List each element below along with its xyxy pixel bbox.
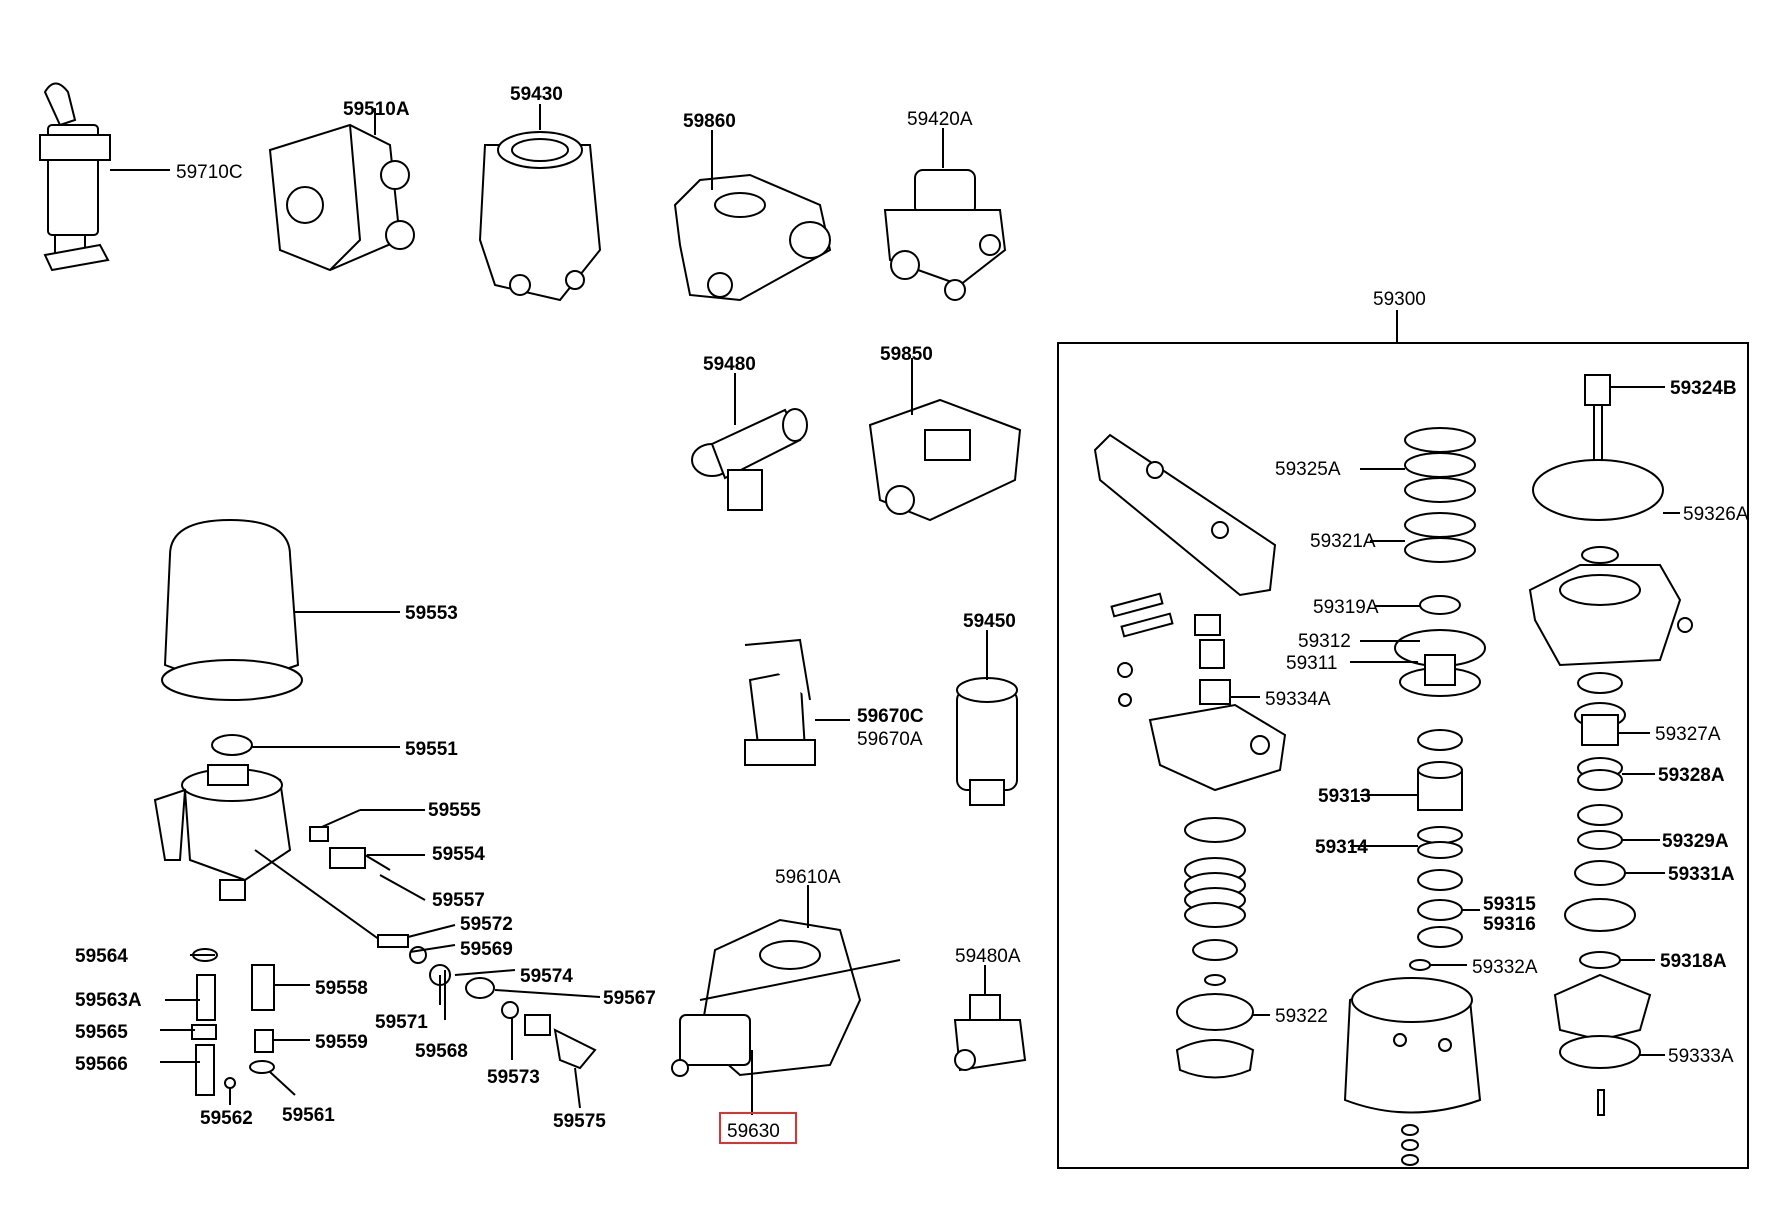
label-59565[interactable]: 59565 — [75, 1022, 128, 1043]
part-59555-part-drawing — [153, 764, 292, 901]
label-59557[interactable]: 59557 — [432, 890, 485, 911]
label-59480A[interactable]: 59480A — [955, 946, 1021, 967]
label-59329A[interactable]: 59329A — [1662, 831, 1729, 852]
label-59334A[interactable]: 59334A — [1265, 689, 1331, 710]
part-59510A-drawing — [268, 123, 415, 272]
part-59450-drawing — [956, 677, 1018, 806]
label-59554[interactable]: 59554 — [432, 844, 485, 865]
part-59324B-stem-drawing — [1528, 374, 1693, 1116]
part-59480A-drawing — [953, 994, 1027, 1072]
label-59574[interactable]: 59574 — [520, 966, 573, 987]
label-59553[interactable]: 59553 — [405, 603, 458, 624]
label-59571[interactable]: 59571 — [375, 1012, 428, 1033]
part-59670C-drawing — [744, 638, 816, 766]
label-59510A[interactable]: 59510A — [343, 99, 410, 120]
label-59420A[interactable]: 59420A — [907, 109, 973, 130]
part-59630-drawing — [671, 1014, 751, 1077]
label-59332A[interactable]: 59332A — [1472, 957, 1538, 978]
part-59554-drawing — [329, 847, 391, 871]
label-59610A[interactable]: 59610A — [775, 867, 841, 888]
label-59566[interactable]: 59566 — [75, 1054, 128, 1075]
label-59558[interactable]: 59558 — [315, 978, 368, 999]
label-59314[interactable]: 59314 — [1315, 837, 1368, 858]
label-59559[interactable]: 59559 — [315, 1032, 368, 1053]
label-59300[interactable]: 59300 — [1373, 289, 1426, 310]
label-59326A[interactable]: 59326A — [1683, 504, 1749, 525]
label-59312[interactable]: 59312 — [1298, 631, 1351, 652]
label-59333A[interactable]: 59333A — [1668, 1046, 1734, 1067]
label-59710C[interactable]: 59710C — [176, 162, 243, 183]
label-59328A[interactable]: 59328A — [1658, 765, 1725, 786]
label-59562[interactable]: 59562 — [200, 1108, 253, 1129]
label-59567[interactable]: 59567 — [603, 988, 656, 1009]
label-59331A[interactable]: 59331A — [1668, 864, 1735, 885]
part-59430-drawing — [478, 131, 602, 302]
label-59315[interactable]: 59315 — [1483, 894, 1536, 915]
label-59555[interactable]: 59555 — [428, 800, 481, 821]
assembly-59300-frame — [1057, 342, 1749, 1169]
label-59561[interactable]: 59561 — [282, 1105, 335, 1126]
part-59860-drawing — [673, 173, 832, 302]
label-59573[interactable]: 59573 — [487, 1067, 540, 1088]
part-59563A-drawing — [191, 948, 236, 1096]
label-59568[interactable]: 59568 — [415, 1041, 468, 1062]
part-59710C-drawing — [39, 82, 111, 272]
part-59325A-spring-drawing — [1343, 427, 1486, 1166]
label-59316[interactable]: 59316 — [1483, 914, 1536, 935]
label-59430[interactable]: 59430 — [510, 84, 563, 105]
part-59334A-lever-drawing — [1093, 433, 1287, 792]
label-59450[interactable]: 59450 — [963, 611, 1016, 632]
label-59322[interactable]: 59322 — [1275, 1006, 1328, 1027]
label-59564[interactable]: 59564 — [75, 946, 128, 967]
label-59563A[interactable]: 59563A — [75, 990, 142, 1011]
part-59420A-drawing — [883, 169, 1007, 301]
label-59325A[interactable]: 59325A — [1275, 459, 1341, 480]
part-59480-drawing — [691, 408, 808, 511]
label-59324B[interactable]: 59324B — [1670, 378, 1737, 399]
label-59572[interactable]: 59572 — [460, 914, 513, 935]
label-59313[interactable]: 59313 — [1318, 786, 1371, 807]
label-59860[interactable]: 59860 — [683, 111, 736, 132]
label-59850[interactable]: 59850 — [880, 344, 933, 365]
label-59670C[interactable]: 59670C — [857, 706, 924, 727]
label-59318A[interactable]: 59318A — [1660, 951, 1727, 972]
part-59558-drawing — [249, 964, 275, 1074]
label-59670A[interactable]: 59670A — [857, 729, 923, 750]
label-59575[interactable]: 59575 — [553, 1111, 606, 1132]
label-59480[interactable]: 59480 — [703, 354, 756, 375]
label-59321A[interactable]: 59321A — [1310, 531, 1376, 552]
selected-part-highlight — [719, 1112, 797, 1144]
label-59569[interactable]: 59569 — [460, 939, 513, 960]
label-59311[interactable]: 59311 — [1286, 653, 1337, 674]
part-59850-drawing — [868, 398, 1022, 522]
part-59551-drawing — [211, 734, 253, 756]
part-59553-drawing — [161, 518, 303, 701]
label-59551[interactable]: 59551 — [405, 739, 458, 760]
label-59319A[interactable]: 59319A — [1313, 597, 1379, 618]
label-59630[interactable]: 59630 — [727, 1121, 780, 1142]
label-59327A[interactable]: 59327A — [1655, 724, 1721, 745]
part-59322-stack-drawing — [1175, 817, 1255, 1079]
